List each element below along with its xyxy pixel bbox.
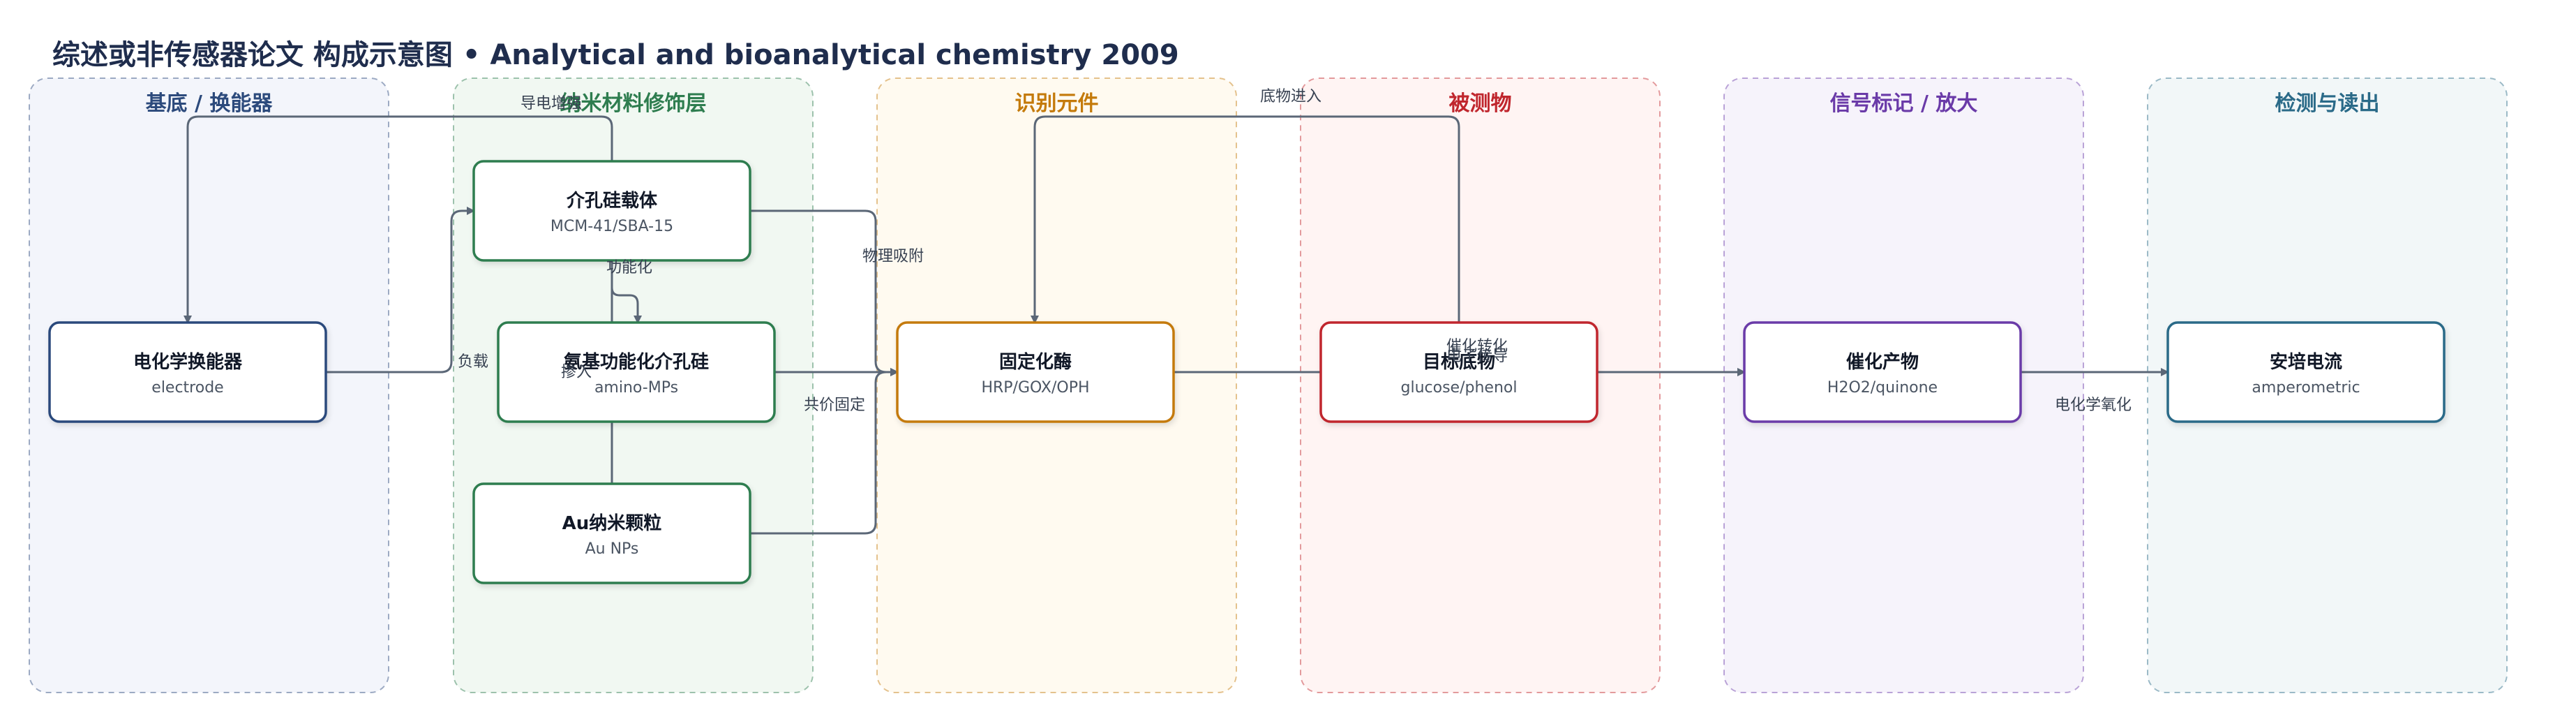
node-current-title: 安培电流 [2270, 352, 2342, 373]
page-title: 综述或非传感器论文 构成示意图 • Analytical and bioanal… [52, 39, 1179, 71]
edge-catalysis-label: 催化转化 [1446, 338, 1508, 355]
edge-electron-label: 电子传导 [1446, 348, 1508, 365]
column-analyte-label: 被测物 [1449, 91, 1512, 116]
node-aunp-box [472, 482, 751, 584]
node-product-box [1743, 321, 2022, 423]
node-amino-box [497, 321, 776, 423]
node-amino-title: 氨基功能化介孔硅 [564, 351, 709, 373]
node-mesoporous-subtitle: MCM-41/SBA-15 [551, 218, 673, 235]
node-aunp-subtitle: Au NPs [585, 540, 639, 558]
node-mesoporous-box [472, 160, 751, 262]
node-electrode: 电化学换能器 electrode [48, 321, 327, 423]
column-signal-label: 信号标记 / 放大 [1830, 91, 1978, 116]
edge-functionalize-label: 功能化 [606, 259, 652, 276]
edge-substrate-in-label: 底物进入 [1260, 88, 1321, 105]
edge-load [326, 207, 475, 373]
node-current-box [2166, 321, 2446, 423]
edge-conduct-label: 导电增强 [521, 95, 582, 112]
column-substrate-label: 基底 / 换能器 [146, 91, 274, 116]
edge-adsorb-label: 物理吸附 [862, 248, 924, 265]
node-enzyme-subtitle: HRP/GOX/OPH [981, 379, 1089, 397]
node-product: 催化产物 H2O2/quinone [1743, 321, 2022, 423]
edge-covalent-label: 共价固定 [804, 397, 865, 414]
node-enzyme: 固定化酶 HRP/GOX/OPH [896, 321, 1175, 423]
column-detection-label: 检测与读出 [2275, 91, 2380, 116]
node-product-title: 催化产物 [1846, 352, 1919, 373]
node-electrode-subtitle: electrode [151, 379, 223, 397]
node-enzyme-title: 固定化酶 [999, 351, 1072, 373]
column-recognition-label: 识别元件 [1015, 91, 1099, 116]
node-target: 目标底物 glucose/phenol [1319, 321, 1598, 423]
edge-substrate-in [1031, 115, 1460, 324]
node-amino: 氨基功能化介孔硅 amino-MPs [497, 321, 776, 423]
node-mesoporous: 介孔硅载体 MCM-41/SBA-15 [472, 160, 751, 262]
node-aunp: Au纳米颗粒 Au NPs [472, 482, 751, 584]
node-target-subtitle: glucose/phenol [1401, 379, 1518, 397]
node-target-title: 目标底物 [1423, 351, 1495, 373]
node-enzyme-box [896, 321, 1175, 423]
node-electrode-box [48, 321, 327, 423]
edge-dope [750, 368, 899, 535]
node-current: 安培电流 amperometric [2166, 321, 2446, 423]
node-current-subtitle: amperometric [2252, 379, 2360, 397]
edge-load-label: 负载 [458, 353, 488, 371]
node-mesoporous-title: 介孔硅载体 [566, 191, 658, 212]
edge-oxidation-label: 电化学氧化 [2055, 397, 2132, 414]
node-aunp-title: Au纳米颗粒 [562, 512, 662, 534]
edge-conduct [184, 115, 613, 484]
node-product-subtitle: H2O2/quinone [1827, 379, 1938, 397]
node-target-box [1319, 321, 1598, 423]
edge-dope-label: 掺入 [561, 364, 592, 381]
node-electrode-title: 电化学换能器 [133, 351, 243, 373]
node-amino-subtitle: amino-MPs [594, 379, 678, 397]
column-nanomaterial-label: 纳米材料修饰层 [560, 91, 707, 116]
